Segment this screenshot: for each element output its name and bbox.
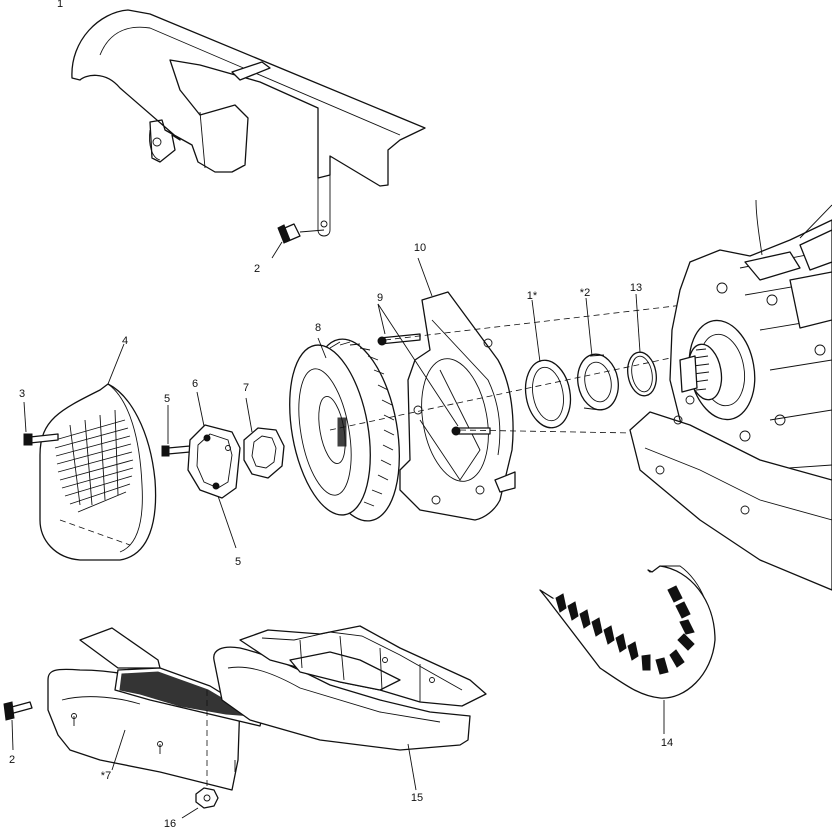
bolt-upper [271,223,301,259]
callout-5-lower: 5 [234,556,242,568]
callout-13: 13 [629,282,643,294]
callout-17: *7 [100,770,112,782]
callout-8: 8 [314,322,322,334]
callout-12: *2 [579,287,591,299]
seal-ring-11 [524,299,572,429]
belt-teeth [555,585,695,675]
callout-5-upper: 5 [163,393,171,405]
lower-tray [213,625,487,791]
callout-11: 1* [526,290,538,302]
outer-clutch-cover [39,343,157,561]
callout-2-upper: 2 [253,263,261,275]
callout-6: 6 [191,378,199,390]
nut-16 [181,690,219,819]
engine-housing [629,199,832,591]
inner-cover [399,257,516,521]
retainer-plate [187,391,241,549]
upper-cover [71,9,426,237]
bearing-12 [577,297,619,411]
callout-3: 3 [18,388,26,400]
lower-cover [47,627,263,791]
callout-15: 15 [410,792,424,804]
drive-belt [539,565,716,734]
bolt-5 [161,405,191,457]
bolt-lower [3,701,33,751]
callout-1: 1 [56,0,64,10]
bolt-3 [23,401,59,446]
callout-14: 14 [660,737,674,749]
callout-2-lower: 2 [8,754,16,766]
o-ring-13 [627,293,657,397]
cover-fins [54,409,134,513]
drive-sprocket [289,337,400,522]
callout-16: 16 [163,818,177,827]
studs-9 [377,303,491,436]
callout-7: 7 [242,382,250,394]
callout-9: 9 [376,292,384,304]
callout-10: 10 [413,242,427,254]
sprocket-teeth [329,341,395,507]
callout-4: 4 [121,335,129,347]
nut-7 [243,397,285,479]
